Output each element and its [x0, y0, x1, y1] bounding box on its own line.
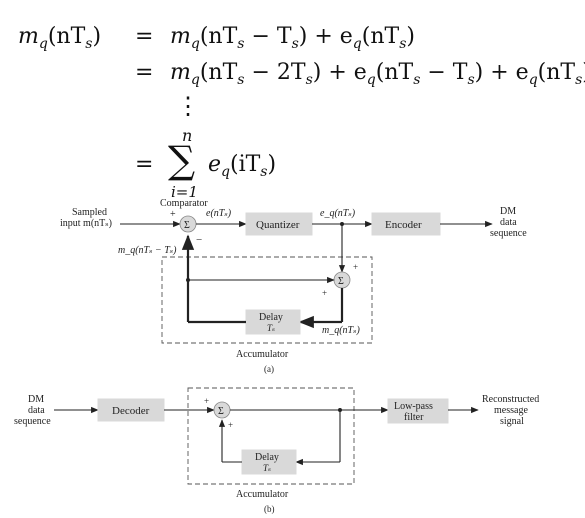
diagram-a: Sampled input m(nTₛ) Comparator + − Σ e(…: [60, 198, 527, 374]
comparator-minus: −: [196, 234, 202, 246]
output-label-b-2: message: [494, 405, 528, 416]
feedback-label: m_q(nTₛ − Tₛ): [118, 245, 177, 256]
delay-label-a-2: Tₛ: [267, 323, 275, 333]
delay-label-b-1: Delay: [255, 452, 279, 463]
input-label-b-1: DM: [28, 394, 44, 405]
caption-a: (a): [264, 364, 274, 374]
output-label-a-2: data: [500, 217, 517, 228]
comparator-label: Comparator: [160, 198, 208, 209]
delay-label-b-2: Tₛ: [263, 463, 271, 473]
equation-lhs: mq(nTs): [18, 24, 102, 52]
sum-term: eq(iTs): [208, 152, 277, 180]
comparator-plus: +: [170, 209, 176, 220]
equation-line-1: mq(nTs − Ts) + eq(nTs): [170, 24, 415, 52]
quantizer-label: Quantizer: [256, 219, 300, 231]
accumulator-label-b: Accumulator: [236, 489, 289, 500]
sum-symbol: ∑: [168, 138, 196, 182]
lowpass-block: [387, 398, 449, 424]
sum-lower-limit: i=1: [171, 183, 198, 201]
input-label-b-2: data: [28, 405, 45, 416]
lowpass-label-2: filter: [404, 412, 424, 423]
encoder-label: Encoder: [385, 219, 422, 231]
decoder-plus-2: +: [228, 420, 233, 430]
accumulator-sigma: Σ: [338, 276, 344, 287]
input-label-a-2: input m(nTₛ): [60, 218, 112, 229]
quantized-error-label: e_q(nTₛ): [320, 208, 356, 219]
mq-label: m_q(nTₛ): [322, 325, 360, 336]
equation-line-2: mq(nTs − 2Ts) + eq(nTs − Ts) + eq(nTs): [170, 60, 585, 88]
input-label-b-3: sequence: [14, 416, 51, 427]
decoder-sigma: Σ: [218, 406, 224, 417]
caption-b: (b): [264, 504, 275, 514]
accumulator-label-a: Accumulator: [236, 349, 289, 360]
accumulator-box-a: [161, 256, 373, 344]
output-label-b-3: signal: [500, 416, 524, 427]
vertical-ellipsis: ⋮: [176, 92, 200, 120]
branch-dot-feedback: [186, 278, 190, 282]
equals-sign-1: =: [135, 24, 154, 49]
comparator-sigma: Σ: [184, 220, 190, 231]
diagram-b: DM data sequence Decoder Accumulator (b)…: [14, 387, 539, 514]
input-label-a-1: Sampled: [72, 207, 107, 218]
output-label-a-3: sequence: [490, 228, 527, 239]
decoder-plus-1: +: [204, 396, 209, 406]
accumulator-plus-1: +: [353, 262, 358, 272]
accumulator-plus-2: +: [322, 288, 327, 298]
equals-sign-2: =: [135, 60, 154, 85]
output-label-b-1: Reconstructed: [482, 394, 539, 405]
delay-label-a-1: Delay: [259, 312, 283, 323]
equals-sign-3: =: [135, 152, 154, 177]
lowpass-label-1: Low-pass: [394, 401, 433, 412]
sum-upper-limit: n: [182, 126, 193, 145]
accumulator-box-b: [187, 387, 355, 485]
decoder-label: Decoder: [112, 405, 150, 417]
output-label-a-1: DM: [500, 206, 516, 217]
error-label: e(nTₛ): [206, 208, 232, 219]
